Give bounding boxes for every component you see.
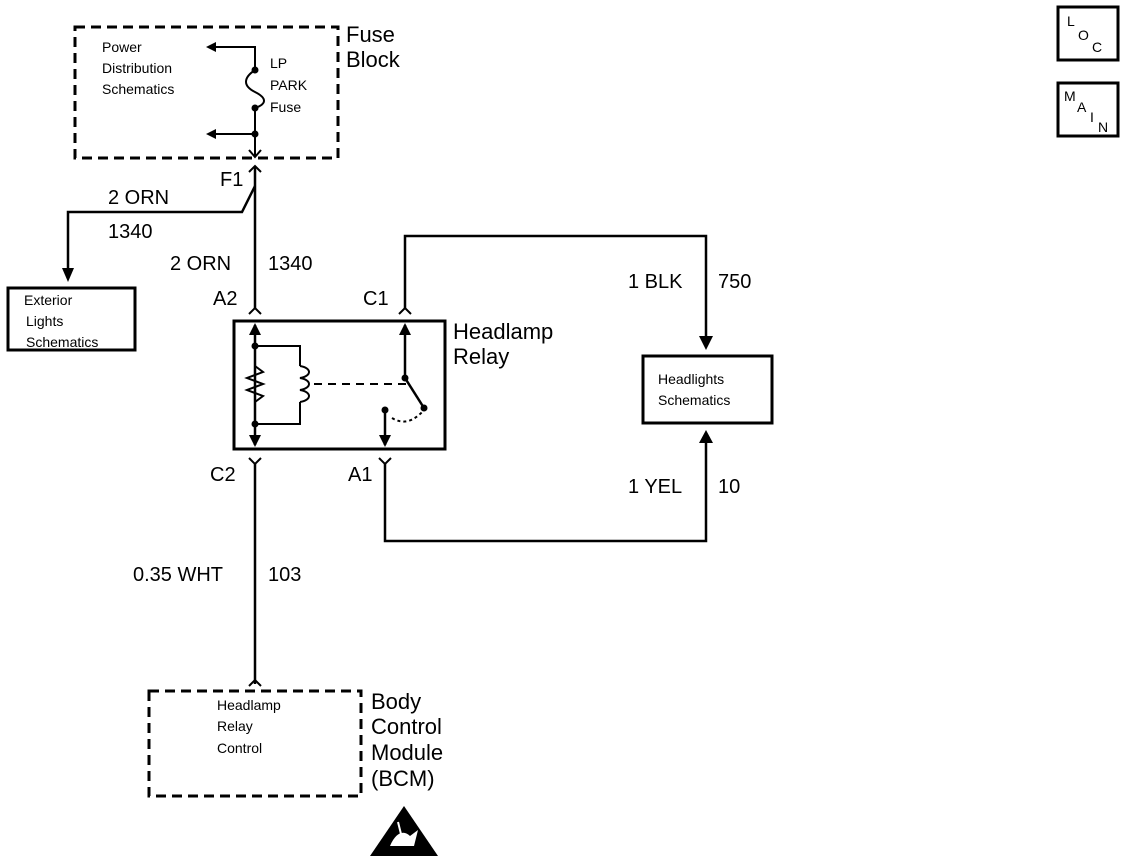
loc-letter-l: L [1067,13,1075,29]
loc-button-outline[interactable] [1056,5,1120,62]
switch-arm-icon [403,377,426,409]
headlights-outline [641,354,774,425]
bcm-title-3: Module [371,740,443,765]
headlamp-relay: Headlamp Relay [232,319,553,451]
headlights-box: Headlights Schematics [641,354,774,425]
main-letter-n: N [1098,119,1108,135]
coil-icon [299,365,310,403]
fuse-block-title-2: Block [346,47,401,72]
pds-label-1: Power [102,39,142,55]
arrow-up-icon [699,430,713,443]
pds-feed-wire-top [212,46,256,70]
bcm-inner-label-1: Headlamp [217,697,281,713]
fuse-label-2: PARK [270,77,308,93]
connector-c1-label: C1 [363,288,389,310]
yel-wire-gauge: 1 YEL [628,476,682,498]
relay-title: Headlamp [453,319,553,344]
loc-letter-o: O [1078,27,1089,43]
arrow-left-icon [206,129,216,139]
pds-label-2: Distribution [102,60,172,76]
branch-wire-gauge: 2 ORN [108,187,169,209]
main-wire-circuit: 1340 [268,253,313,275]
exterior-lights-outline [6,286,137,352]
connector-c2-icon [248,457,262,466]
bcm-inner-label-2: Relay [217,718,253,734]
bcm-inner-label-3: Control [217,740,262,756]
fuse-label-1: LP [270,55,287,71]
exterior-lights-box: Exterior Lights Schematics [6,286,137,352]
main-wire-gauge: 2 ORN [170,253,231,275]
connector-c1-icon [398,306,412,315]
coil-wire-bottom [255,402,301,425]
connector-f1-label: F1 [220,169,243,191]
wire-blk-750 [403,234,708,340]
arrow-up-icon [249,323,261,335]
pds-label-3: Schematics [102,81,174,97]
exterior-lights-label-3: Schematics [26,334,98,350]
switch-arm-tip [420,404,428,412]
wire-orn-branch [66,185,257,272]
main-button[interactable]: M A I N [1056,81,1120,138]
bcm-title-4: (BCM) [371,766,435,791]
main-letter-m: M [1064,88,1076,104]
fuse-block-outline [73,25,340,160]
coil-wire-top [255,345,301,366]
headlights-label-1: Headlights [658,371,724,387]
main-button-outline[interactable] [1056,81,1120,138]
connector-a2-label: A2 [213,288,237,310]
relay-title-2: Relay [453,344,509,369]
blk-wire-circuit: 750 [718,271,751,293]
fuse-block: Fuse Block Power Distribution Schematics… [73,22,401,160]
connector-a2-icon [248,306,262,315]
bcm-title-2: Control [371,714,442,739]
esd-warning-icon [370,806,438,856]
connector-chevron-icon [248,149,262,159]
connector-bcm-icon [248,678,262,687]
fuse-element-icon [245,69,265,109]
bcm-module: Headlamp Relay Control Body Control Modu… [147,689,443,798]
main-letter-a: A [1077,99,1087,115]
arrow-down-icon [379,435,391,447]
main-letter-i: I [1090,109,1094,125]
exterior-lights-label-2: Lights [26,313,63,329]
yel-wire-circuit: 10 [718,476,740,498]
resistor-icon [244,365,266,403]
connector-a1-label: A1 [348,464,372,486]
fuse-label-3: Fuse [270,99,301,115]
branch-wire-circuit: 1340 [108,221,153,243]
arrow-down-icon [699,336,713,350]
arrow-down-icon [249,435,261,447]
headlights-label-2: Schematics [658,392,730,408]
exterior-lights-label-1: Exterior [24,292,73,308]
fuse-block-title: Fuse [346,22,395,47]
wht-wire-gauge: 0.35 WHT [133,564,223,586]
blk-wire-gauge: 1 BLK [628,271,683,293]
wht-wire-circuit: 103 [268,564,301,586]
wire-yel-10 [383,440,708,543]
relay-outline [232,319,447,451]
arrow-down-icon [62,268,74,282]
switch-travel-arc [391,409,425,423]
bcm-title-1: Body [371,689,421,714]
bcm-outline [147,689,363,798]
connector-c2-label: C2 [210,464,236,486]
arrow-up-icon [399,323,411,335]
arrow-left-icon [206,42,216,52]
loc-letter-c: C [1092,39,1102,55]
connector-a1-icon [378,457,392,466]
loc-button[interactable]: L O C [1056,5,1120,62]
